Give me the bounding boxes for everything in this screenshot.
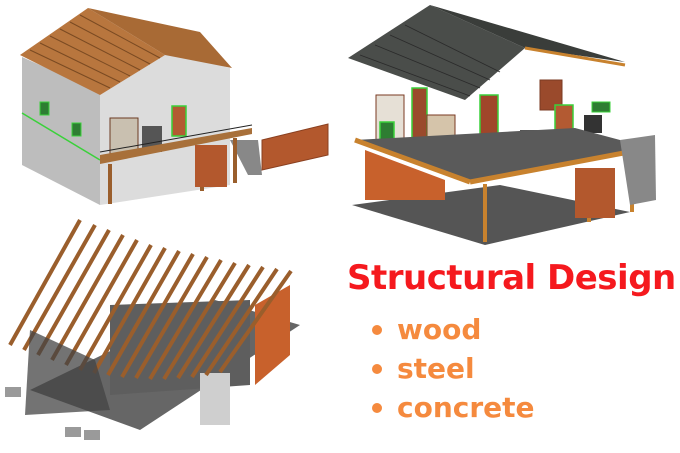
- bullet-icon: [372, 324, 382, 335]
- material-label: steel: [397, 352, 475, 385]
- house-exterior-illustration: [20, 8, 329, 205]
- materials-list: wood steel concrete: [372, 310, 535, 427]
- heading-structural-design: Structural Design: [347, 258, 676, 298]
- house-render-cutaway: [340, 0, 680, 250]
- roof-framing-illustration: [5, 219, 300, 440]
- house-cutaway-illustration: [348, 5, 656, 245]
- material-item-concrete: concrete: [372, 388, 535, 427]
- bullet-icon: [372, 402, 382, 413]
- material-label: concrete: [397, 391, 535, 424]
- bullet-icon: [372, 363, 382, 374]
- material-item-steel: steel: [372, 349, 535, 388]
- material-item-wood: wood: [372, 310, 535, 349]
- house-render-exterior: [0, 0, 340, 215]
- material-label: wood: [397, 313, 482, 346]
- house-render-framing: [0, 215, 340, 453]
